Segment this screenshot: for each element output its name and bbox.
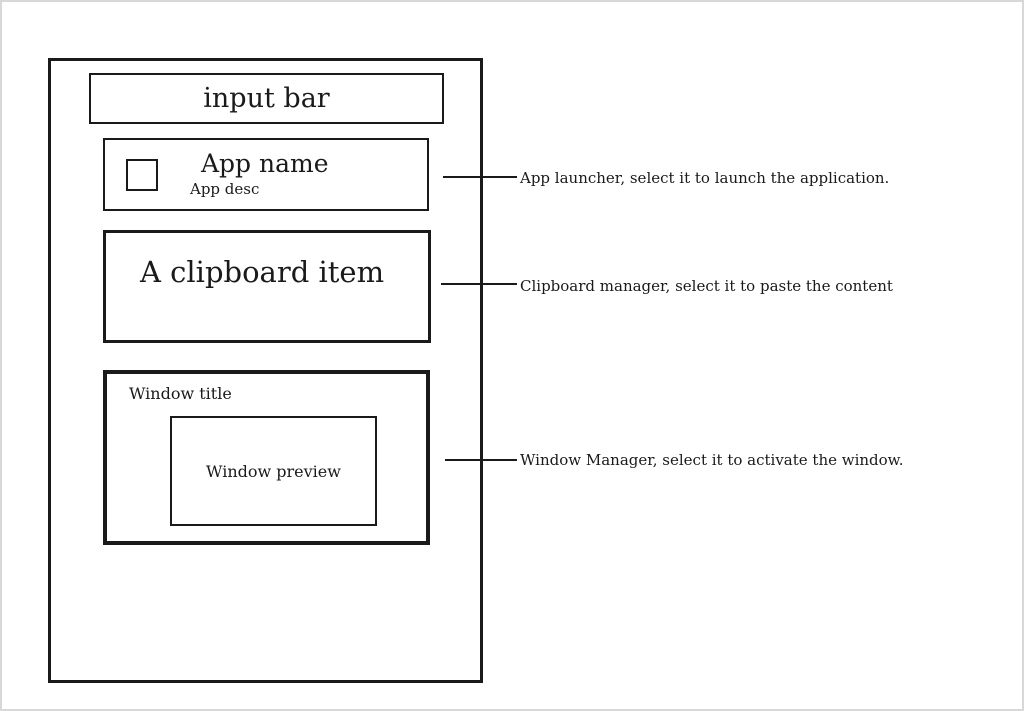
- window-title-label: Window title: [129, 384, 232, 403]
- callout-line-window-manager: [445, 459, 517, 461]
- app-icon-placeholder: [126, 159, 158, 191]
- window-preview-label: Window preview: [206, 461, 341, 481]
- annotation-clipboard-manager: Clipboard manager, select it to paste th…: [520, 277, 893, 295]
- window-manager-item[interactable]: Window title Window preview: [103, 370, 430, 545]
- app-launcher-item[interactable]: App name App desc: [103, 138, 429, 211]
- app-name-label: App name: [201, 149, 329, 178]
- callout-line-app-launcher: [443, 176, 517, 178]
- window-preview: Window preview: [170, 416, 377, 526]
- clipboard-item[interactable]: A clipboard item: [103, 230, 431, 343]
- app-desc-label: App desc: [190, 180, 260, 198]
- launcher-panel: input bar App name App desc A clipboard …: [48, 58, 483, 683]
- input-bar[interactable]: input bar: [89, 73, 444, 124]
- annotation-window-manager: Window Manager, select it to activate th…: [520, 451, 904, 469]
- clipboard-item-label: A clipboard item: [140, 255, 385, 289]
- annotation-app-launcher: App launcher, select it to launch the ap…: [520, 169, 890, 187]
- input-bar-label: input bar: [203, 83, 330, 114]
- callout-line-clipboard-manager: [441, 283, 517, 285]
